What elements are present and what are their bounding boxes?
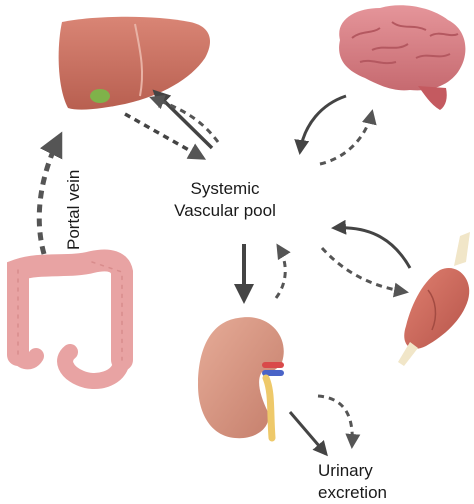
center-label-line2: Vascular pool xyxy=(174,201,276,220)
urinary-arrows xyxy=(288,394,361,457)
systemic-vascular-pool-label: Systemic Vascular pool xyxy=(150,178,300,222)
center-label-line1: Systemic xyxy=(190,179,260,198)
portal-vein-label: Portal vein xyxy=(64,169,83,250)
brain-arrows xyxy=(294,94,377,166)
urinary-excretion-label: Urinary excretion xyxy=(318,460,387,504)
liver-systemic-arrows xyxy=(124,89,214,160)
arrow-systemic-to-liver xyxy=(124,112,207,160)
muscle-icon xyxy=(398,232,470,366)
intestine-icon xyxy=(7,249,133,389)
kidney-icon xyxy=(198,317,284,442)
brain-icon xyxy=(339,5,466,110)
muscle-arrows xyxy=(320,219,412,298)
arrow-liver-to-systemic xyxy=(152,89,214,150)
kidney-arrows xyxy=(234,243,291,304)
urinary-label-line1: Urinary xyxy=(318,461,373,480)
liver-icon xyxy=(58,16,210,110)
portal-vein-arrow xyxy=(36,131,63,255)
urinary-label-line2: excretion xyxy=(318,483,387,502)
